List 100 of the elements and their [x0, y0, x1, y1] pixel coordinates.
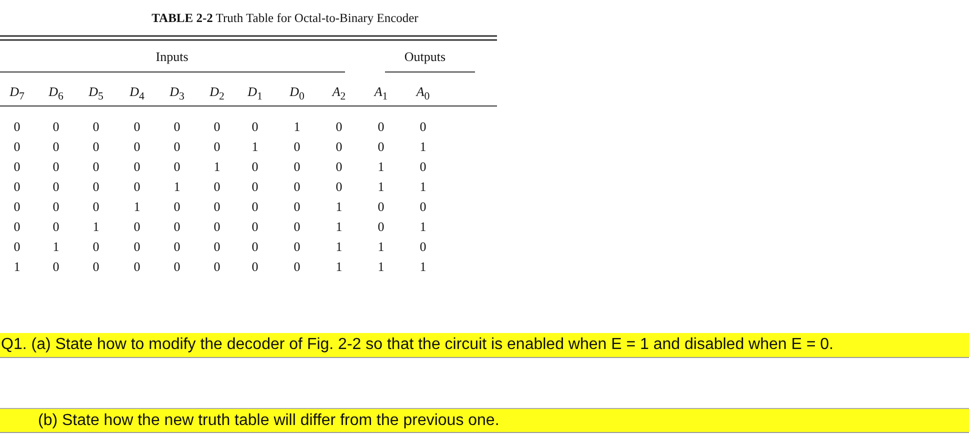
table-cell: 0 — [214, 199, 220, 215]
table-cell: 0 — [134, 219, 140, 235]
table-cell: 0 — [52, 179, 60, 195]
table-cell: 0 — [174, 159, 180, 175]
table-cell: 1 — [420, 139, 426, 155]
table-title: TABLE 2-2 Truth Table for Octal-to-Binary Encoder — [152, 10, 418, 26]
table-cell: 0 — [252, 239, 258, 255]
table-cell: 1 — [420, 219, 426, 235]
table-cell: 0 — [252, 119, 258, 135]
table-cell: 0 — [174, 219, 180, 235]
table-cell: 0 — [14, 219, 20, 235]
table-cell: 0 — [174, 239, 180, 255]
table-cell: 0 — [92, 139, 100, 155]
table-cell: 0 — [214, 119, 220, 135]
column-header: D$_{7}$ — [10, 84, 24, 105]
table-cell: 0 — [294, 179, 300, 195]
table-cell: 1 — [336, 199, 342, 215]
column-header: D$_{5}$ — [88, 84, 104, 105]
question-banner — [0, 408, 969, 433]
table-cell: 0 — [252, 179, 258, 195]
table-cell: 0 — [336, 119, 342, 135]
column-header: D$_{2}$ — [210, 84, 224, 105]
table-cell: 0 — [420, 159, 426, 175]
column-group-header: Outputs — [404, 49, 446, 65]
table-cell: 0 — [92, 199, 100, 215]
table-cell: 0 — [52, 199, 60, 215]
table-cell: 0 — [174, 259, 180, 275]
table-cell: 0 — [134, 119, 140, 135]
column-header: A$_{2}$ — [332, 84, 346, 105]
table-cell: 0 — [52, 259, 60, 275]
table-cell: 1 — [420, 259, 426, 275]
table-cell: 0 — [294, 219, 300, 235]
table-cell: 1 — [420, 179, 426, 195]
table-cell: 0 — [92, 119, 100, 135]
table-cell: 0 — [420, 199, 426, 215]
column-header: A$_{0}$ — [416, 84, 430, 105]
table-cell: 0 — [252, 159, 258, 175]
table-cell: 0 — [174, 139, 180, 155]
table-cell: 1 — [52, 239, 60, 255]
table-cell: 1 — [92, 219, 100, 235]
table-cell: 1 — [336, 239, 342, 255]
table-cell: 0 — [214, 139, 220, 155]
table-cell: 0 — [92, 259, 100, 275]
table-cell: 0 — [214, 259, 220, 275]
table-cell: 0 — [14, 239, 20, 255]
column-header: A$_{1}$ — [374, 84, 388, 105]
column-header: D$_{1}$ — [248, 84, 262, 105]
table-cell: 0 — [134, 259, 140, 275]
table-cell: 0 — [92, 179, 100, 195]
column-header: D$_{4}$ — [130, 84, 144, 105]
column-group-header: Inputs — [156, 49, 188, 65]
table-cell: 0 — [52, 119, 60, 135]
table-cell: 0 — [294, 139, 300, 155]
table-cell: 0 — [294, 199, 300, 215]
question-banner — [0, 333, 969, 358]
table-cell: 0 — [294, 239, 300, 255]
table-cell: 0 — [420, 119, 426, 135]
table-cell: 0 — [134, 179, 140, 195]
table-cell: 0 — [336, 139, 342, 155]
table-cell: 0 — [252, 259, 258, 275]
table-cell: 0 — [336, 159, 342, 175]
table-cell: 0 — [252, 199, 258, 215]
table-cell: 0 — [92, 239, 100, 255]
table-cell: 0 — [336, 179, 342, 195]
table-cell: 0 — [134, 139, 140, 155]
table-cell: 0 — [214, 219, 220, 235]
table-cell: 1 — [214, 159, 220, 175]
table-cell: 1 — [134, 199, 140, 215]
table-cell: 0 — [252, 219, 258, 235]
table-cell: 0 — [214, 239, 220, 255]
table-cell: 0 — [92, 159, 100, 175]
table-cell: 0 — [214, 179, 220, 195]
column-header: D$_{3}$ — [170, 84, 184, 105]
table-cell: 0 — [14, 139, 20, 155]
table-cell: 0 — [14, 159, 20, 175]
table-cell: 1 — [294, 119, 300, 135]
table-cell: 0 — [378, 219, 384, 235]
table-cell: 0 — [378, 199, 384, 215]
question-text: (b) State how the new truth table will differ from the previous one. — [38, 412, 500, 429]
table-cell: 0 — [420, 239, 426, 255]
table-cell: 1 — [14, 259, 20, 275]
column-header: D$_{0}$ — [290, 84, 304, 105]
table-cell: 0 — [134, 239, 140, 255]
table-cell: 0 — [174, 119, 180, 135]
table-cell: 0 — [52, 139, 60, 155]
table-cell: 0 — [14, 119, 20, 135]
table-cell: 0 — [52, 219, 60, 235]
table-cell: 0 — [294, 159, 300, 175]
table-cell: 1 — [336, 219, 342, 235]
question-text: Q1. (a) State how to modify the decoder of Fig. 2-2 so that the circuit is enabled when E = 1 and disabled when E = 0. — [1, 336, 834, 353]
table-cell: 0 — [174, 199, 180, 215]
table-cell: 0 — [14, 179, 20, 195]
table-cell: 1 — [378, 159, 384, 175]
table-cell: 1 — [378, 259, 384, 275]
table-cell: 0 — [52, 159, 60, 175]
table-cell: 1 — [252, 139, 258, 155]
table-cell: 1 — [336, 259, 342, 275]
table-cell: 1 — [378, 239, 384, 255]
table-cell: 0 — [14, 199, 20, 215]
column-header: D$_{6}$ — [48, 84, 64, 105]
